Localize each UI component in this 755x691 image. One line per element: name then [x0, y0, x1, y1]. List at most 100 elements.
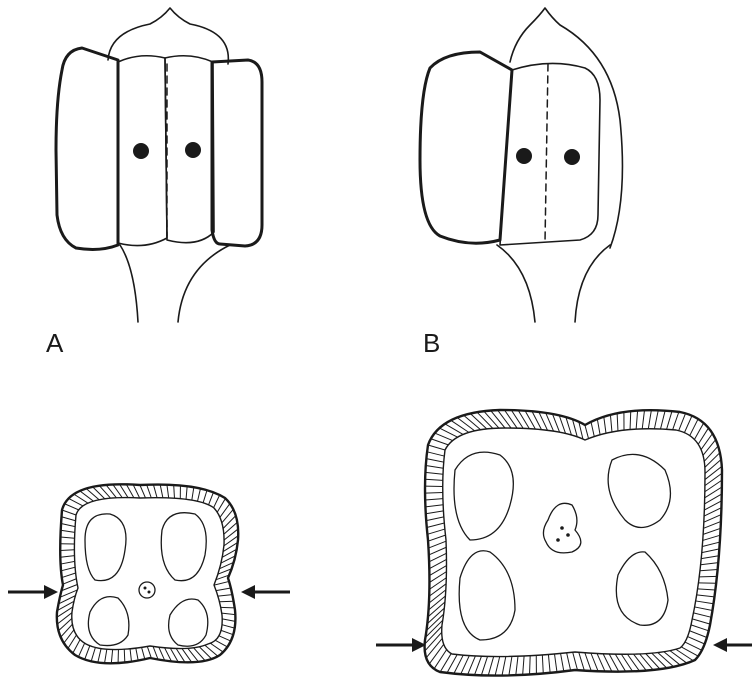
cell-wall [218, 595, 232, 597]
cell-wall [214, 495, 220, 508]
cell-wall [470, 414, 486, 429]
cell-wall [209, 492, 214, 505]
cell-wall [642, 410, 644, 429]
outer-theca-left [420, 52, 512, 243]
cell-wall [427, 529, 444, 534]
locule-3 [459, 551, 515, 640]
cell-wall [692, 619, 710, 624]
cell-wall [664, 652, 680, 665]
cell-wall [221, 607, 235, 608]
cell-wall [221, 630, 233, 634]
cell-wall [429, 584, 446, 596]
cell-wall [62, 573, 76, 578]
cell-wall [685, 642, 702, 650]
connective-cap [108, 8, 228, 64]
cell-wall [174, 485, 175, 498]
cell-wall [585, 653, 591, 671]
cell-wall [673, 412, 679, 430]
cell-wall [140, 485, 146, 498]
cell-wall [542, 655, 543, 674]
cell-wall [222, 625, 235, 628]
cell-wall [210, 643, 223, 652]
cell-wall [61, 624, 73, 637]
cell-wall [222, 619, 235, 621]
cell-wall [509, 656, 512, 675]
cell-wall [60, 550, 74, 551]
cell-wall [147, 485, 152, 498]
cell-wall [525, 411, 535, 429]
cell-wall [78, 643, 84, 657]
cell-wall [426, 466, 444, 469]
cell-wall [425, 472, 443, 474]
cell-wall [484, 411, 499, 428]
cell-wall [203, 490, 207, 503]
cell-wall [679, 413, 686, 430]
connective-envelope [510, 8, 622, 248]
cell-wall [697, 595, 715, 597]
cell-wall [481, 656, 487, 675]
cell-wall [457, 418, 475, 431]
wall-cells [425, 410, 722, 676]
cell-wall [85, 646, 90, 660]
cell-wall [698, 589, 716, 590]
cell-wall [61, 561, 75, 564]
cell-wall [530, 656, 531, 675]
cell-wall [429, 644, 443, 664]
cell-wall [428, 541, 446, 548]
cell-wall [610, 415, 612, 432]
cell-wall [429, 590, 446, 603]
cell-wall [630, 411, 631, 429]
wall-inner [442, 428, 705, 657]
locule-2 [161, 513, 206, 581]
cell-wall [425, 499, 443, 500]
cell-wall [652, 653, 667, 668]
cell-wall [658, 653, 674, 667]
cell-wall [426, 517, 444, 521]
bundle-dot [144, 587, 147, 590]
cell-wall [192, 487, 194, 500]
cell-wall [504, 410, 517, 428]
bundle-dot [556, 538, 560, 542]
locule-dot-left [516, 148, 532, 164]
inner-sac [500, 63, 600, 245]
cell-wall [61, 517, 75, 521]
cell-wall [705, 466, 722, 479]
cell-wall [567, 653, 571, 671]
cell-wall [61, 567, 75, 571]
cell-wall [199, 647, 211, 659]
cell-wall [98, 649, 101, 663]
cell-wall [634, 654, 647, 670]
stomium-arrow-left-large [376, 638, 426, 652]
cell-wall [429, 572, 446, 583]
cell-wall [434, 650, 447, 669]
cell-wall [693, 613, 711, 617]
cell-wall [445, 424, 463, 435]
cell-wall [700, 570, 718, 571]
cell-wall [640, 654, 654, 670]
cell-wall [186, 486, 187, 499]
cell-wall [695, 607, 713, 611]
filament [497, 245, 610, 322]
cell-wall [498, 410, 511, 428]
wall-outer [57, 484, 238, 663]
cell-wall [425, 493, 443, 494]
cell-wall [429, 596, 446, 610]
cell-wall [617, 413, 618, 431]
cell-wall [130, 649, 131, 662]
cell-wall [516, 656, 518, 675]
cell-wall [142, 647, 145, 659]
cell-wall [73, 640, 80, 654]
cell-wall [670, 651, 687, 664]
cell-wall [57, 607, 73, 617]
dehiscence-line [545, 64, 548, 242]
cell-wall [554, 654, 556, 672]
cell-wall [217, 498, 225, 512]
cell-wall [704, 515, 721, 523]
cell-wall [491, 411, 505, 428]
locule-3 [88, 597, 129, 646]
locule-4 [169, 599, 208, 646]
outer-theca-left [56, 48, 118, 249]
cell-wall [215, 640, 227, 647]
cell-wall [704, 446, 718, 461]
cell-wall [661, 411, 666, 429]
